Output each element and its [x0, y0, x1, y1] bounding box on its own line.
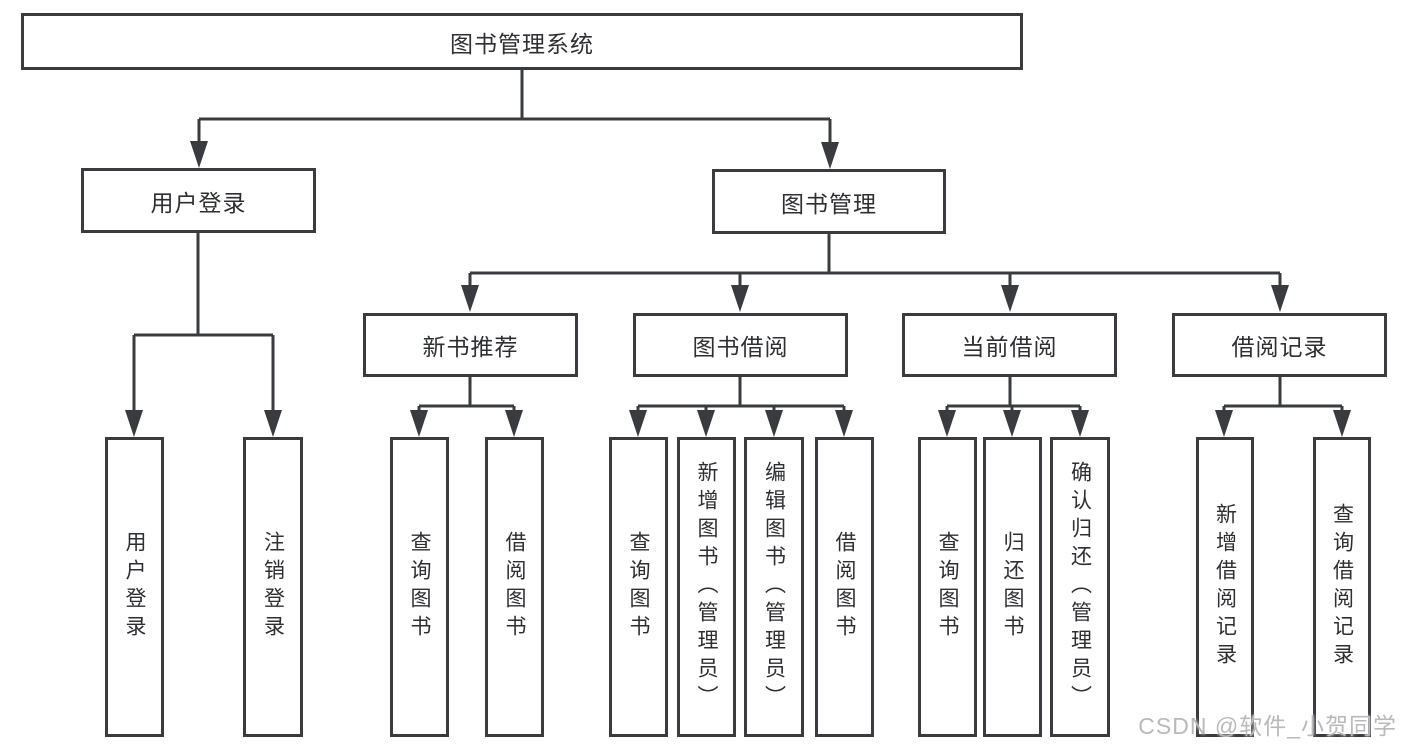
node-book-management-label: 图书管理: [781, 190, 877, 217]
leaf-query-borrow-record: 查询借阅记录: [1313, 437, 1371, 737]
leaf-add-borrow-record: 新增借阅记录: [1196, 437, 1254, 737]
csdn-watermark: CSDN @软件_小贺同学: [1138, 713, 1397, 739]
leaf-confirm-return-admin: 确认归还（管理员）: [1050, 437, 1110, 737]
node-book-management: 图书管理: [712, 169, 946, 234]
node-user-login-label: 用户登录: [150, 189, 247, 216]
node-current-borrowing: 当前借阅: [902, 313, 1117, 377]
node-root-system: 图书管理系统: [21, 13, 1023, 70]
leaf-return-books: 归还图书: [983, 437, 1042, 737]
node-root-label: 图书管理系统: [450, 30, 594, 57]
leaf-query-books-borrow: 查询图书: [609, 437, 668, 737]
arrowheads: [125, 141, 1351, 437]
node-borrowing-records-label: 借阅记录: [1231, 334, 1328, 360]
leaf-add-books-admin: 新增图书（管理员）: [677, 437, 736, 737]
node-borrowing-records: 借阅记录: [1172, 313, 1387, 377]
leaf-edit-books-admin: 编辑图书（管理员）: [744, 437, 804, 737]
node-book-borrowing: 图书借阅: [633, 313, 848, 377]
leaf-query-books-current: 查询图书: [918, 437, 977, 737]
leaf-query-books-recommend: 查询图书: [390, 437, 449, 737]
leaf-borrow-books-recommend: 借阅图书: [485, 437, 544, 737]
leaf-user-login: 用户登录: [105, 437, 164, 737]
node-current-borrowing-label: 当前借阅: [961, 334, 1058, 360]
node-user-login: 用户登录: [81, 168, 316, 233]
node-new-book-recommend: 新书推荐: [363, 313, 578, 377]
leaf-logout: 注销登录: [243, 437, 303, 737]
leaf-borrow-books: 借阅图书: [815, 437, 874, 737]
node-book-borrowing-label: 图书借阅: [692, 334, 789, 360]
node-new-book-recommend-label: 新书推荐: [422, 334, 519, 360]
